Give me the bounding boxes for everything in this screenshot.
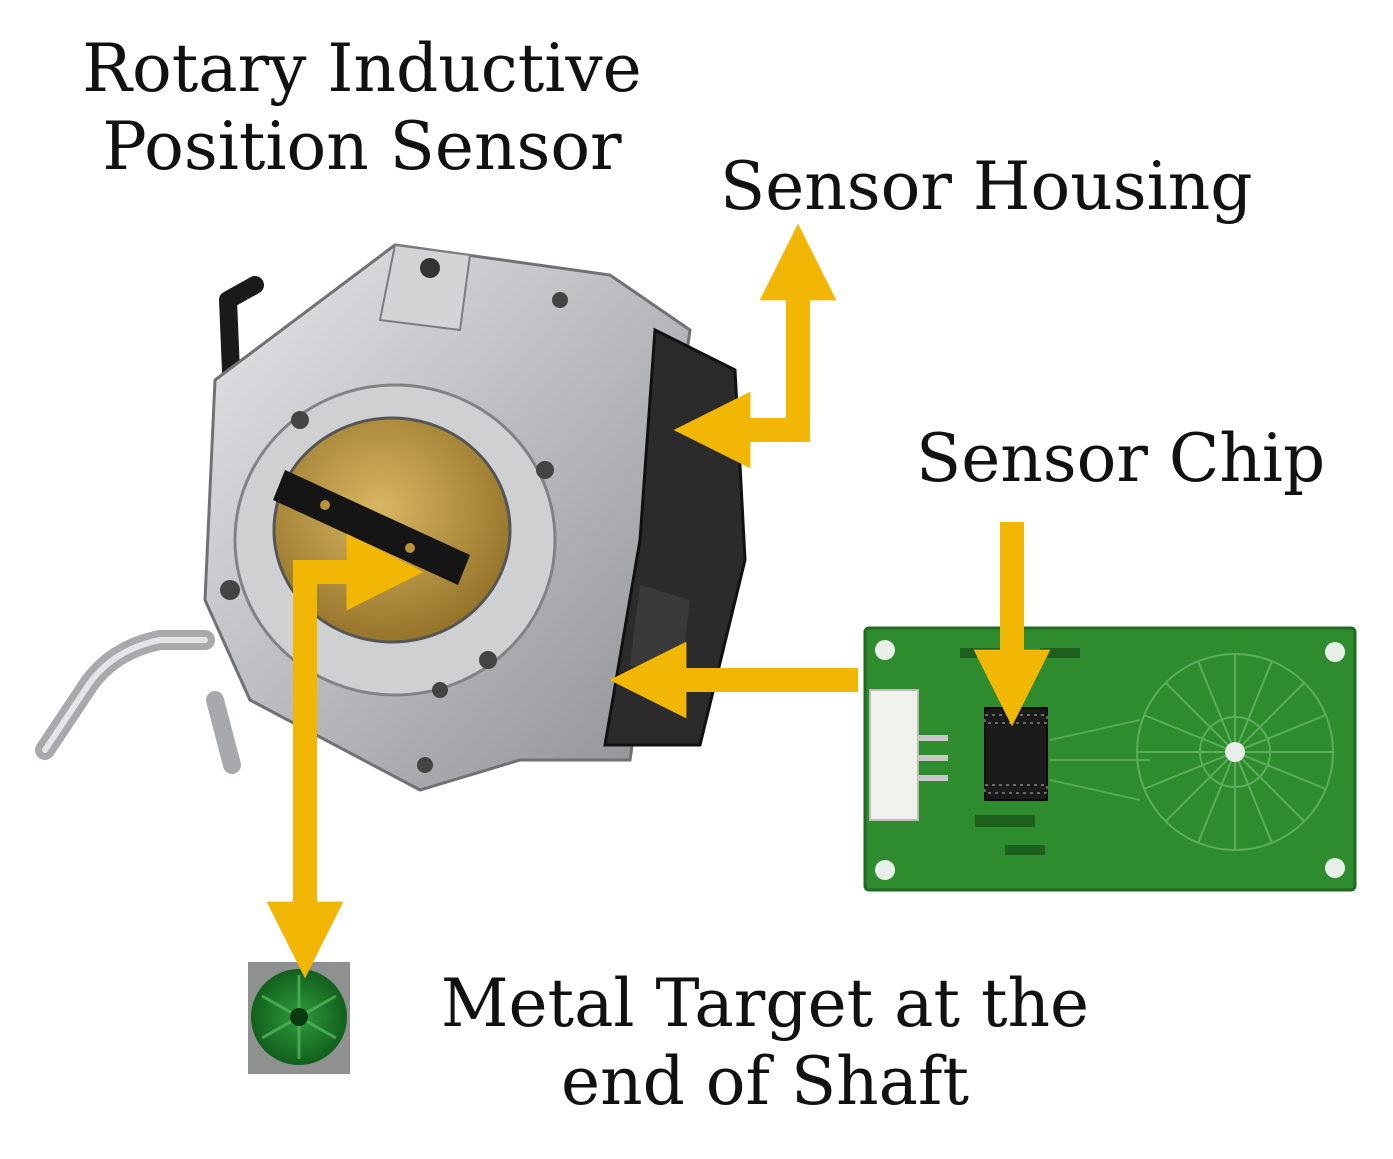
metal-target-label: Metal Target at the end of Shaft bbox=[420, 965, 1110, 1121]
callout-arrows bbox=[266, 223, 1051, 979]
throttle-body-image bbox=[35, 243, 747, 792]
sensor-title-line-2: Position Sensor bbox=[102, 107, 622, 185]
arrow-to-housing-label bbox=[673, 223, 837, 469]
metal-target-image bbox=[248, 962, 350, 1074]
sensor-pcb-image bbox=[863, 626, 1357, 892]
sensor-title-line-1: Rotary Inductive bbox=[82, 30, 642, 107]
sensor-chip-label: Sensor Chip bbox=[916, 420, 1326, 497]
metal-target-label-line-2: end of Shaft bbox=[561, 1042, 969, 1120]
sensor-housing-label: Sensor Housing bbox=[720, 148, 1253, 225]
metal-target-label-line-1: Metal Target at the bbox=[440, 965, 1090, 1042]
arrow-shaft-to-target bbox=[266, 533, 424, 979]
sensor-title: Rotary Inductive Position Sensor bbox=[72, 30, 652, 186]
